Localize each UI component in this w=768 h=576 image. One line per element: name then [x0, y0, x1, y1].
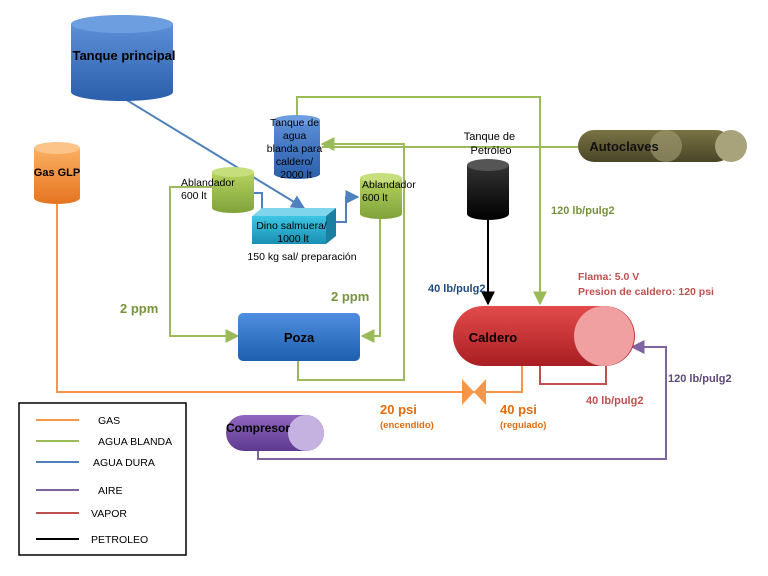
tanque-agua-line-5: 2000 lt: [280, 169, 312, 181]
ablandador-left-line-2: 600 lt: [181, 190, 207, 202]
gas-valve-icon: [462, 379, 486, 405]
pipe-agua-dura-main: [119, 95, 306, 209]
svg-text:Ablandador 600 lt: Ablandador 600 lt: [362, 179, 419, 204]
ablandador-left: Ablandador 600 lt: [181, 167, 254, 213]
legend-item-agua-dura: AGUA DURA: [36, 457, 155, 469]
svg-text:Dino salmuera/ 1000 lt: Dino salmuera/ 1000 lt: [256, 220, 330, 245]
lb-petroleo-label: 40 lb/pulg2: [428, 283, 485, 295]
tanque-agua-line-2: agua: [283, 130, 307, 142]
ppm-left-label: 2 ppm: [120, 301, 158, 316]
svg-text:Tanque de agua bla: Tanque de agua blanda para caldero/ 2000…: [267, 117, 325, 181]
pipe-agua-blanda-return: [297, 137, 405, 381]
psi-20-label: 20 psi: [380, 402, 417, 417]
presion-label: Presion de caldero: 120 psi: [578, 286, 714, 298]
gas-glp-label: Gas GLP: [34, 167, 80, 179]
tanque-principal-label: Tanque principal: [72, 48, 175, 63]
svg-text:Ablandador 600 lt: Ablandador 600 lt: [181, 177, 238, 202]
legend-label-gas: GAS: [98, 415, 120, 427]
regulado-label: (regulado): [500, 420, 546, 431]
caldero-label: Caldero: [469, 330, 517, 345]
legend-label-agua-dura: AGUA DURA: [93, 457, 155, 469]
pipe-agua-blanda-caldero: [296, 96, 547, 306]
pipe-agua-dura-right: [334, 190, 360, 223]
tanque-principal: Tanque principal: [71, 15, 176, 101]
ablandador-right: Ablandador 600 lt: [360, 173, 419, 219]
ablandador-left-line-1: Ablandador: [181, 177, 235, 189]
psi-40-label: 40 psi: [500, 402, 537, 417]
legend: GAS AGUA BLANDA AGUA DURA AIRE VAPOR PET…: [18, 402, 187, 556]
tanque-petroleo: Tanque de Petróleo: [464, 131, 518, 220]
dino-line-2: 1000 lt: [277, 233, 309, 245]
pipe-vapor: [539, 366, 607, 385]
tanque-agua-line-1: Tanque de: [270, 117, 319, 129]
caldero: Caldero: [453, 306, 635, 366]
legend-item-gas: GAS: [36, 415, 120, 427]
lb-autoclaves-label: 120 lb/pulg2: [551, 205, 615, 217]
ablandador-right-line-2: 600 lt: [362, 192, 388, 204]
tanque-agua-blanda: Tanque de agua blanda para caldero/ 2000…: [267, 115, 325, 181]
tanque-agua-line-3: blanda para: [267, 143, 323, 155]
legend-item-aire: AIRE: [36, 485, 123, 497]
dino-line-1: Dino salmuera/: [256, 220, 327, 232]
poza-label: Poza: [284, 330, 315, 345]
gas-glp-tank: Gas GLP: [34, 142, 80, 204]
svg-text:Tanque de Petróleo: Tanque de Petróleo: [464, 131, 518, 157]
legend-item-petroleo: PETROLEO: [36, 534, 148, 546]
autoclaves-label: Autoclaves: [589, 139, 658, 154]
ppm-right-label: 2 ppm: [331, 289, 369, 304]
compresor: Compresor: [226, 415, 324, 451]
legend-label-agua-blanda: AGUA BLANDA: [98, 436, 172, 448]
lb-vapor-label: 40 lb/pulg2: [586, 395, 643, 407]
legend-label-vapor: VAPOR: [91, 508, 127, 520]
tanque-agua-line-4: caldero/: [276, 156, 313, 168]
lb-aire-label: 120 lb/pulg2: [668, 373, 732, 385]
petroleo-line-1: Tanque de: [464, 131, 515, 143]
pipe-aire: [257, 340, 667, 460]
compresor-label: Compresor: [226, 421, 290, 435]
legend-label-petroleo: PETROLEO: [91, 534, 148, 546]
poza: Poza: [238, 313, 360, 361]
legend-item-vapor: VAPOR: [36, 508, 127, 520]
ablandador-right-line-1: Ablandador: [362, 179, 416, 191]
pipe-agua-blanda-right: [360, 218, 381, 343]
legend-label-aire: AIRE: [98, 485, 123, 497]
flama-label: Flama: 5.0 V: [578, 271, 639, 283]
encendido-label: (encendido): [380, 420, 434, 431]
pipe-agua-blanda-left: [169, 186, 240, 343]
dino-caption: 150 kg sal/ preparación: [247, 251, 356, 263]
legend-item-agua-blanda: AGUA BLANDA: [36, 436, 172, 448]
petroleo-line-2: Petróleo: [471, 145, 512, 157]
autoclaves: Autoclaves: [578, 130, 747, 162]
dino-salmuera: Dino salmuera/ 1000 lt 150 kg sal/ prepa…: [247, 208, 357, 263]
